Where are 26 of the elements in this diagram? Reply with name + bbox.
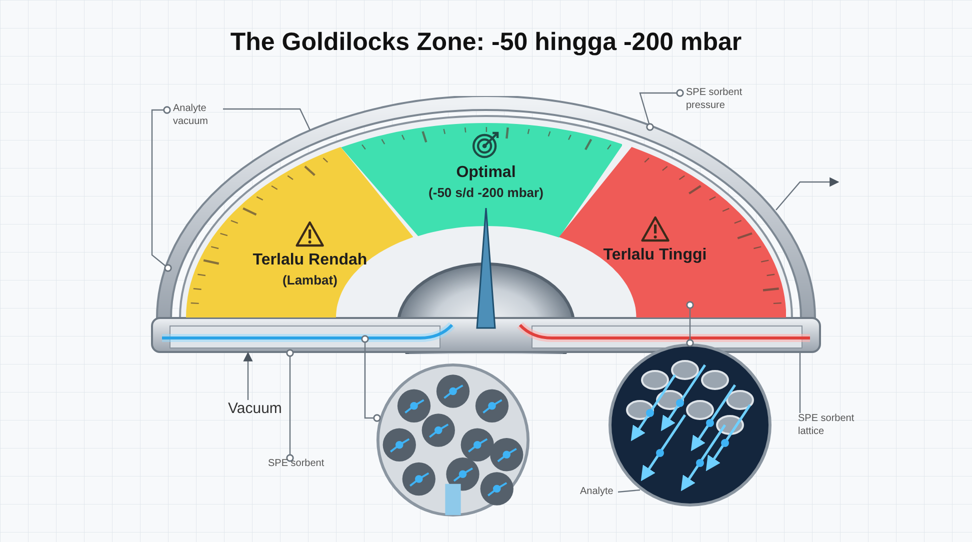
leader-line [618, 489, 640, 493]
title: The Goldilocks Zone: -50 hingga -200 mbar [229, 28, 743, 57]
leader-line [151, 106, 172, 272]
leader-line [639, 89, 684, 131]
gauge-zone [340, 123, 622, 238]
gauge-zone [186, 147, 414, 318]
callout-label: Analyte [580, 486, 614, 498]
callout-label: SPE sorbent lattice [798, 413, 856, 438]
zone-title: Terlalu Tinggi [603, 246, 707, 264]
leader-line [223, 108, 311, 130]
gauge-zone [558, 147, 786, 318]
arrow [776, 177, 840, 210]
zone-subtitle: (Lambat) [282, 272, 338, 288]
zone-title: Optimal [456, 164, 516, 182]
leader-line [799, 353, 801, 413]
leader-line [361, 335, 381, 422]
callout-label: SPE sorbent [268, 458, 326, 470]
arrow [243, 352, 253, 400]
leader-line [286, 349, 294, 462]
callout-label: SPE sorbent pressure [686, 87, 744, 112]
zone-title: Terlalu Rendah [252, 251, 368, 270]
callout-label: Vacuum [228, 400, 283, 419]
callout-label: Analyte vacuum [173, 103, 210, 128]
magnified-view-drawing [375, 362, 531, 518]
leader-line [686, 301, 694, 347]
zone-subtitle: (-50 s/d -200 mbar) [428, 185, 544, 200]
